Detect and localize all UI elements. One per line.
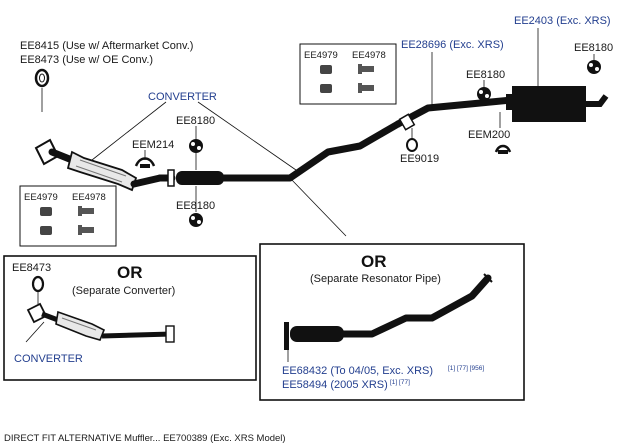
part-label: EE4978 [72,192,106,203]
alt-description: (Separate Resonator Pipe) [310,273,441,285]
part-label: EEM200 [468,129,510,141]
muffler [506,86,609,122]
part-label: EE8180 [176,115,215,127]
part-label: EE8473 [12,262,51,274]
reference-notes: [1] [77] [390,379,410,386]
part-label: EE4978 [352,50,386,61]
gasket-ring-icon [34,68,50,88]
gasket-ring-icon [406,138,418,152]
part-label: EE8180 [176,200,215,212]
converter-assembly [34,138,164,192]
center-pipe [156,96,516,187]
hanger-icon [189,213,203,227]
or-heading: OR [117,263,143,282]
part-label: EE4979 [304,50,338,61]
diagram-caption: DIRECT FIT ALTERNATIVE Muffler... EE7003… [4,433,286,444]
bolt-icon [358,64,374,93]
resonator-pipe [284,273,493,350]
leader-line [197,101,297,171]
part-label: EE58494 (2005 XRS) [282,379,388,391]
part-label: EE8415 (Use w/ Aftermarket Conv.) [20,40,193,52]
part-label: EE4979 [24,192,58,203]
gasket-ring-icon [31,275,45,293]
alt-description: (Separate Converter) [72,285,175,297]
part-label: EE68432 (To 04/05, Exc. XRS) [282,365,433,377]
spring-icon [40,207,52,235]
part-label: EE8180 [466,69,505,81]
clamp-icon [494,144,512,154]
reference-notes: [1] [77] [956] [448,365,484,372]
parts-box-left: EE4979 EE4978 [19,185,117,247]
hanger-icon [477,87,491,101]
part-label: EE8473 (Use w/ OE Conv.) [20,54,153,66]
hanger-icon [587,60,601,74]
alternative-box-converter: OR (Separate Converter) EE8473 CONVERTER [3,255,257,381]
part-label: EE8180 [574,42,613,54]
leader-line [25,321,45,343]
leader-line [91,101,167,161]
or-heading: OR [361,252,387,271]
converter-label: CONVERTER [14,353,83,365]
part-label: EE2403 (Exc. XRS) [514,15,611,27]
alternative-box-resonator: OR (Separate Resonator Pipe) EE68432 (To… [259,243,525,401]
part-label: EE28696 (Exc. XRS) [401,39,504,51]
part-label: EE9019 [400,153,439,165]
spring-icon [320,65,332,93]
bolt-icon [78,206,94,235]
parts-box-upper: EE4979 EE4978 [299,43,397,105]
leader-line [289,177,347,237]
part-label: EEM214 [132,139,174,151]
converter-label: CONVERTER [148,91,217,103]
alt-converter [26,302,175,343]
